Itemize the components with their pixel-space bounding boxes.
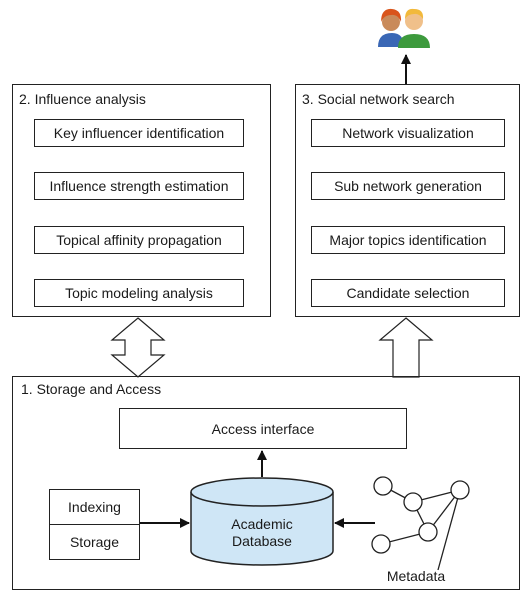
metadata-label: Metadata (386, 568, 446, 584)
social-network-search-panel: 3. Social network search Network visuali… (295, 84, 520, 317)
database-icon (190, 477, 334, 566)
topic-modeling-analysis-box: Topic modeling analysis (34, 279, 244, 307)
metadata-graph-icon (371, 476, 470, 571)
users-icon (378, 8, 430, 48)
topical-affinity-propagation-box: Topical affinity propagation (34, 226, 244, 254)
influence-analysis-panel: 2. Influence analysis Key influencer ide… (12, 84, 271, 317)
storage-access-title: 1. Storage and Access (21, 381, 162, 397)
influence-strength-estimation-box: Influence strength estimation (34, 172, 244, 200)
key-influencer-identification-box: Key influencer identification (34, 119, 244, 147)
storage-access-panel: 1. Storage and Access Access interface I… (12, 376, 520, 590)
network-visualization-box: Network visualization (311, 119, 505, 147)
storage-box: Storage (49, 524, 140, 560)
influence-analysis-title: 2. Influence analysis (19, 91, 146, 107)
social-network-search-title: 3. Social network search (302, 91, 455, 107)
up-hollow-arrow (378, 317, 434, 378)
candidate-selection-box: Candidate selection (311, 279, 505, 307)
major-topics-identification-box: Major topics identification (311, 226, 505, 254)
indexing-box: Indexing (49, 489, 140, 525)
database-label-line1: Academic (231, 516, 293, 532)
database-label-line2: Database (232, 533, 292, 549)
double-hollow-arrow (110, 317, 166, 378)
sub-network-generation-box: Sub network generation (311, 172, 505, 200)
academic-database-label: Academic Database (211, 516, 313, 550)
access-interface-box: Access interface (119, 408, 407, 449)
